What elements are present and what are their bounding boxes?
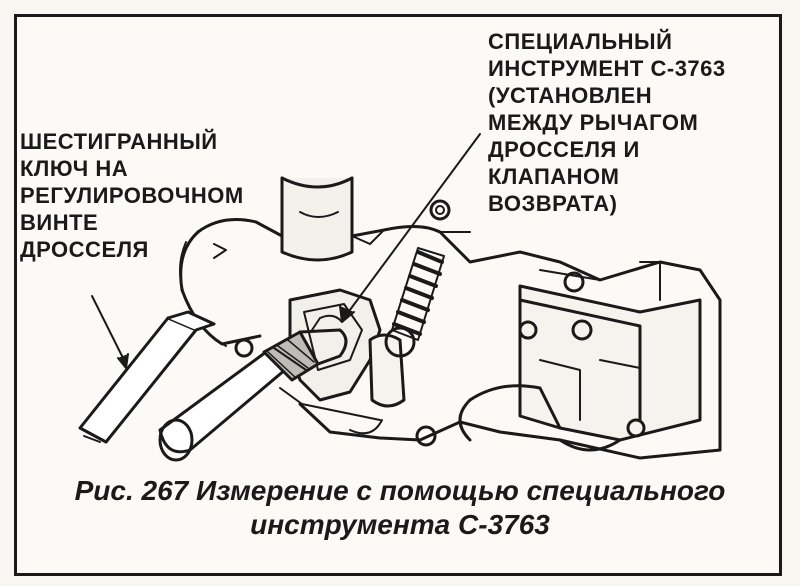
bolt-5 (518, 320, 538, 340)
cylinder-top (280, 176, 354, 189)
leader-hex-key (91, 295, 127, 365)
hex-key-label-line: РЕГУЛИРОВОЧНОМ (20, 183, 244, 208)
special-tool-label: СПЕЦИАЛЬНЫЙ ИНСТРУМЕНТ С-3763 (УСТАНОВЛЕ… (488, 28, 726, 217)
special-tool-label-line: СПЕЦИАЛЬНЫЙ (488, 29, 673, 54)
bolt-2 (435, 205, 445, 215)
leader-hex-key-arrow (117, 353, 129, 369)
bolt-6 (415, 425, 437, 447)
hex-key-label-line: ВИНТЕ (20, 210, 99, 235)
return-spring (392, 250, 444, 336)
hex-key-label: ШЕСТИГРАННЫЙ КЛЮЧ НА РЕГУЛИРОВОЧНОМ ВИНТ… (20, 128, 244, 263)
special-tool-label-line: (УСТАНОВЛЕН (488, 83, 653, 108)
bolt-7 (626, 418, 646, 438)
return-valve (368, 333, 406, 408)
figure-caption-line-2: инструмента С-3763 (250, 509, 550, 540)
hex-key-label-line: ШЕСТИГРАННЫЙ (20, 129, 218, 154)
hex-key (78, 310, 216, 444)
special-tool-label-line: ДРОССЕЛЯ И (488, 137, 640, 162)
cylinder-body (280, 176, 354, 262)
bolt-1 (429, 199, 451, 221)
leader-special-tool (343, 133, 481, 319)
bolt-8 (234, 338, 254, 358)
special-tool-c3763 (158, 314, 348, 462)
hex-key-label-line: КЛЮЧ НА (20, 156, 129, 181)
special-tool-label-line: ИНСТРУМЕНТ С-3763 (488, 56, 726, 81)
special-tool-label-line: КЛАПАНОМ (488, 164, 620, 189)
bolt-4 (571, 319, 593, 341)
special-tool-label-line: ВОЗВРАТА) (488, 191, 618, 216)
hex-key-label-line: ДРОССЕЛЯ (20, 237, 149, 262)
throttle-body (196, 218, 722, 460)
leader-special-tool-arrow (339, 305, 355, 323)
figure-frame (14, 14, 782, 576)
special-tool-label-line: МЕЖДУ РЫЧАГОМ (488, 110, 699, 135)
bolt-3 (563, 271, 585, 293)
figure-caption-line-1: Рис. 267 Измерение с помощью специальног… (74, 475, 726, 506)
